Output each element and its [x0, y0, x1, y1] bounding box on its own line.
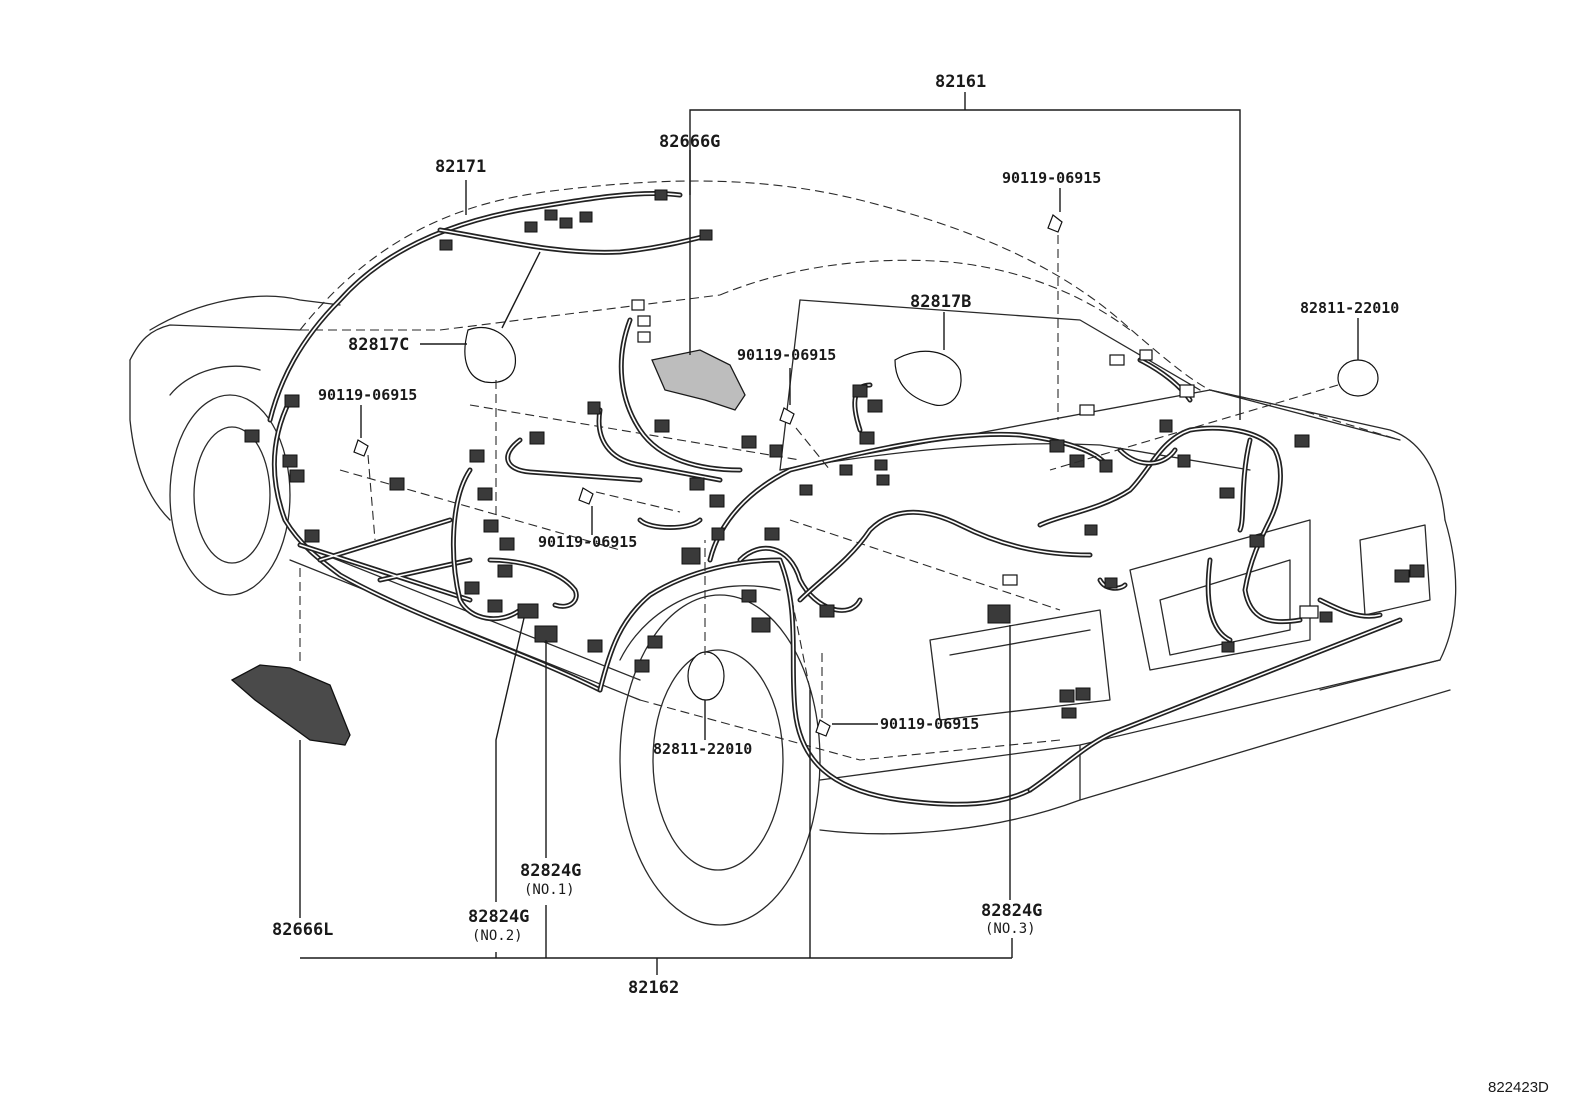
label-82811-wheel: 82811-22010	[653, 740, 752, 758]
label-90119-lower: 90119-06915	[880, 715, 979, 733]
label-90119-console: 90119-06915	[737, 346, 836, 364]
label-82824G-no3: 82824G	[981, 901, 1042, 921]
label-82824G-no3-sub: (NO.3)	[985, 921, 1036, 937]
label-90119-left: 90119-06915	[318, 386, 417, 404]
part-labels: 82161 82171 82666G 82817C 82817B 90119-0…	[272, 72, 1549, 1096]
label-90119-center: 90119-06915	[538, 533, 637, 551]
parts-group	[230, 214, 1379, 746]
label-82824G-no1: 82824G	[520, 861, 581, 881]
leader-lines	[299, 92, 1359, 975]
label-82817C: 82817C	[348, 335, 409, 355]
label-82817B: 82817B	[910, 292, 971, 312]
label-90119-upper-right: 90119-06915	[1002, 169, 1101, 187]
label-82666L: 82666L	[272, 920, 333, 940]
diagram-reference-code: 822423D	[1488, 1079, 1549, 1096]
label-82171: 82171	[435, 157, 486, 177]
label-82666G: 82666G	[659, 132, 720, 152]
label-82824G-no2-sub: (NO.2)	[472, 928, 523, 944]
label-82824G-no2: 82824G	[468, 907, 529, 927]
wire-harness-group	[267, 191, 1403, 807]
label-82824G-no1-sub: (NO.1)	[524, 882, 575, 898]
label-82162: 82162	[628, 978, 679, 998]
label-82161: 82161	[935, 72, 986, 92]
label-82811-right: 82811-22010	[1300, 299, 1399, 317]
connector-group	[244, 189, 1425, 719]
